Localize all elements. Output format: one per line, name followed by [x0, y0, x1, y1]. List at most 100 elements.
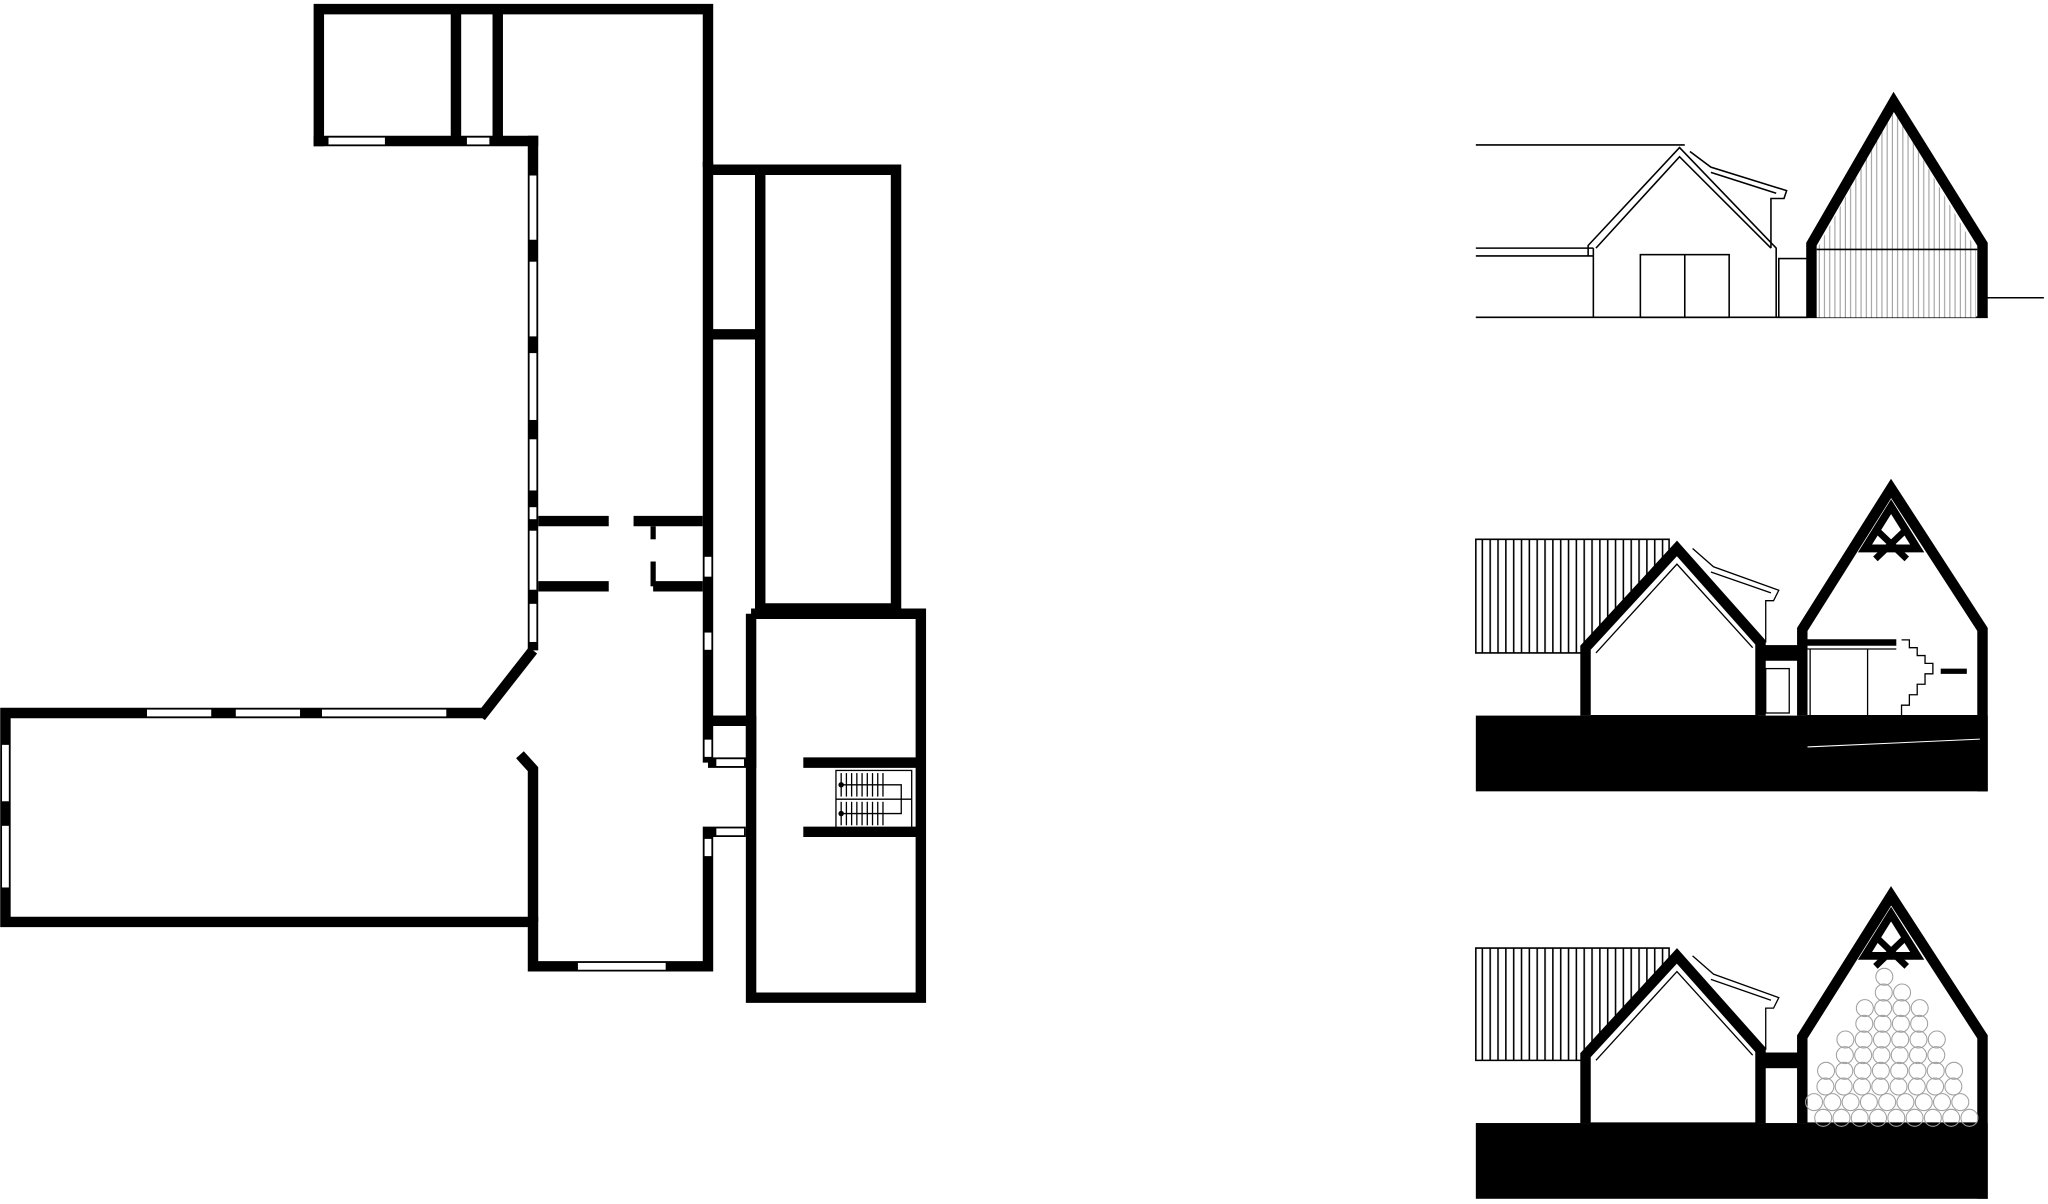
- window-hall-w2: [528, 260, 538, 338]
- window-east-3: [703, 837, 713, 858]
- barrel: [1841, 1093, 1860, 1112]
- section1-truss-x2: [1873, 526, 1910, 562]
- barrel: [1933, 1093, 1952, 1112]
- window-east-1: [703, 555, 713, 578]
- section2-stacked-barrels: [1805, 967, 1979, 1127]
- window-wing-w1: [0, 743, 10, 803]
- section2-truss-x2: [1873, 933, 1910, 969]
- barrel: [1896, 1093, 1915, 1112]
- plan-wall-east-block: [707, 164, 902, 614]
- barrel: [1908, 1046, 1927, 1065]
- elev-dormer-roof: [1689, 150, 1788, 249]
- window-entry: [715, 827, 746, 837]
- window-wing-n3: [320, 708, 448, 718]
- window-east-2: [703, 631, 713, 651]
- window-south: [576, 961, 667, 971]
- barrel: [1805, 1093, 1824, 1112]
- window-diagonal-glass: [485, 657, 531, 714]
- barrel: [1836, 1030, 1855, 1049]
- barrel: [1951, 1093, 1970, 1112]
- section2-dormer-line: [1710, 978, 1772, 1001]
- barrel: [1874, 983, 1893, 1002]
- barrel: [1892, 999, 1911, 1018]
- window-wing-w2: [0, 824, 10, 889]
- section1-stair-profile: [1900, 639, 1934, 716]
- barrel: [1927, 1046, 1946, 1065]
- street-elevation: [1475, 91, 2044, 319]
- cross-section-storage: [1475, 886, 1988, 1199]
- plan-wall-north-left: [313, 3, 714, 168]
- elev-new-gable-outline: [1806, 91, 1988, 318]
- elev-dormer-line: [1710, 171, 1777, 195]
- barrel: [1817, 1061, 1836, 1080]
- window-north-1: [327, 136, 386, 146]
- plan-wall-diagonal-northwest: [476, 647, 538, 721]
- barrel: [1872, 1030, 1891, 1049]
- barrel: [1872, 1046, 1891, 1065]
- barrel: [1854, 1030, 1873, 1049]
- barrel: [1907, 1077, 1926, 1096]
- barrel: [1889, 1077, 1908, 1096]
- barrel: [1873, 1014, 1892, 1033]
- barrel: [1908, 1061, 1927, 1080]
- barrel: [1853, 1061, 1872, 1080]
- section1-house-roof-inner: [1595, 563, 1754, 654]
- barrel: [1960, 1108, 1979, 1127]
- barrel: [1926, 1077, 1945, 1096]
- section1-link-door: [1765, 667, 1790, 714]
- section2-ground-mass: [1475, 1123, 1988, 1199]
- section2-new-outline: [1797, 886, 1988, 1199]
- section2-house-roof-inner: [1595, 970, 1754, 1061]
- cross-section-stair: [1475, 478, 1988, 792]
- barrel: [1814, 1108, 1833, 1127]
- barrel: [1816, 1077, 1835, 1096]
- window-wing-n1: [145, 708, 213, 718]
- plan-stair-arrow: [841, 784, 902, 815]
- barrel: [1914, 1093, 1933, 1112]
- section1-house-outline: [1580, 540, 1766, 716]
- barrel: [1855, 1014, 1874, 1033]
- barrel: [1834, 1077, 1853, 1096]
- barrel: [1926, 1061, 1945, 1080]
- window-hall-w6: [528, 529, 538, 591]
- elev-link-door: [1778, 257, 1809, 319]
- section1-new-outline: [1797, 478, 1988, 792]
- section1-ground-mass: [1475, 715, 1988, 792]
- barrel: [1910, 999, 1929, 1018]
- barrel: [1923, 1108, 1942, 1127]
- ground-floor-plan: [0, 3, 927, 1003]
- barrel: [1887, 1108, 1906, 1127]
- window-hall-w3: [528, 352, 538, 422]
- window-wing-n2: [234, 708, 302, 718]
- barrel: [1891, 1030, 1910, 1049]
- barrel: [1910, 1014, 1929, 1033]
- section1-dormer: [1692, 547, 1780, 643]
- section1-ground-ramp: [1807, 738, 1980, 748]
- window-core: [703, 738, 713, 758]
- barrel: [1869, 1108, 1888, 1127]
- barrel: [1905, 1108, 1924, 1127]
- elev-ground-step: [1984, 296, 2044, 318]
- elev-new-gable-fill: [1816, 109, 1976, 318]
- section2-dormer: [1692, 955, 1780, 1050]
- plan-stair: [835, 769, 913, 829]
- barrel: [1855, 999, 1874, 1018]
- barrel: [1832, 1108, 1851, 1127]
- barrel: [1878, 1093, 1897, 1112]
- window-hall-w5: [528, 506, 538, 521]
- barrel: [1835, 1046, 1854, 1065]
- barrel: [1927, 1030, 1946, 1049]
- window-north-2: [465, 136, 491, 146]
- section2-link-roof: [1760, 1052, 1805, 1069]
- barrel: [1875, 967, 1894, 986]
- barrel: [1852, 1077, 1871, 1096]
- plan-wall-core-box: [707, 715, 757, 768]
- barrel: [1890, 1046, 1909, 1065]
- section2-neighbour-roof: [1475, 947, 1670, 1062]
- elev-house-outline: [1587, 146, 1777, 318]
- barrel: [1944, 1077, 1963, 1096]
- barrel: [1891, 1014, 1910, 1033]
- plan-wall-southeast-block: [745, 608, 927, 1003]
